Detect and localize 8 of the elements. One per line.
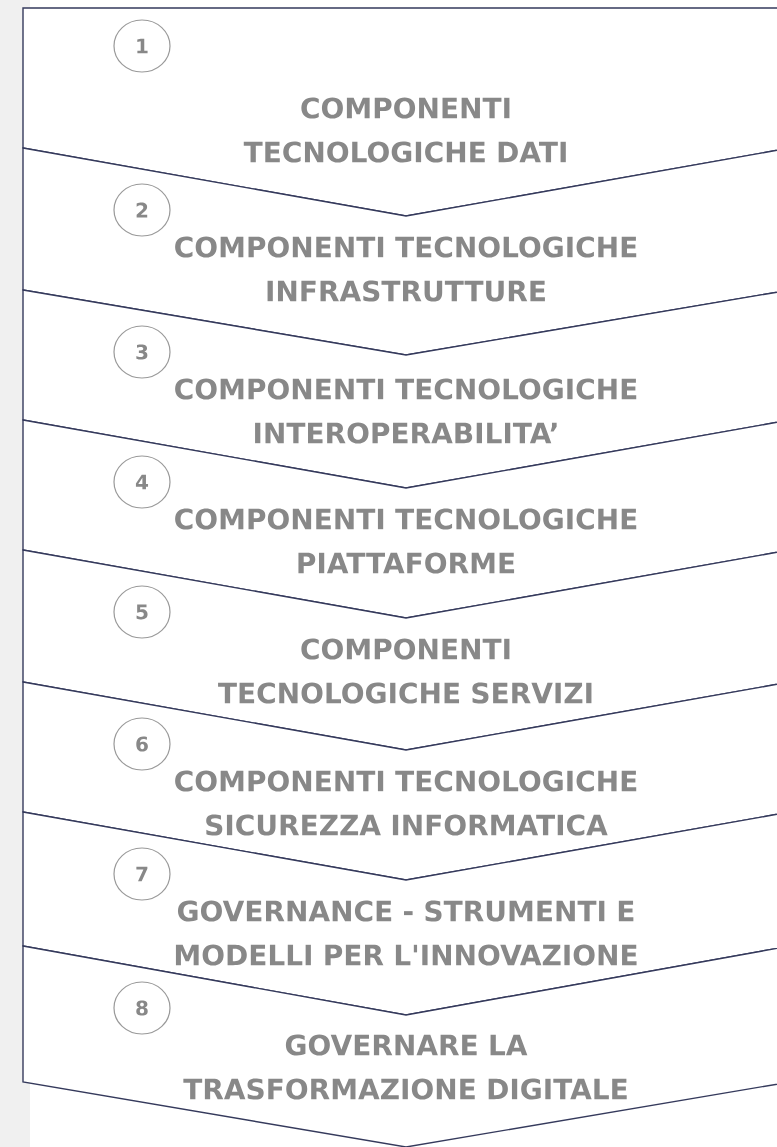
step-number: 7 — [113, 847, 171, 901]
step-number: 8 — [113, 981, 171, 1035]
step-number: 1 — [113, 19, 171, 73]
step-number: 3 — [113, 325, 171, 379]
step-number: 6 — [113, 717, 171, 771]
step-number: 4 — [113, 455, 171, 509]
step-number: 2 — [113, 183, 171, 237]
step-number: 5 — [113, 585, 171, 639]
